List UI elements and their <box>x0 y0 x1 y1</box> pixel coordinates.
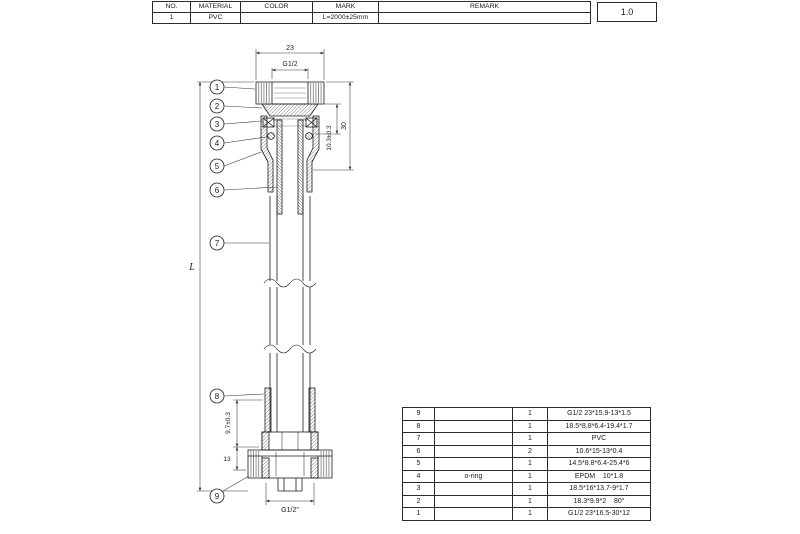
part-spec: G1/2 23*16.5-30*12 <box>547 507 651 521</box>
callout-4-circle <box>209 135 225 151</box>
callout-8-label: 8 <box>215 392 220 401</box>
part-qty: 1 <box>512 432 548 446</box>
part-spec: G1/2 23*15.9-13*1.5 <box>547 407 651 421</box>
part-name <box>434 457 513 471</box>
parts-row: 4 o-ring 1 EPDM 10*1.8 <box>402 469 651 483</box>
leader-lines <box>222 86 278 492</box>
version-box: 1.0 <box>597 2 657 22</box>
callout-2-label: 2 <box>215 102 220 111</box>
dim-length-label: L <box>188 262 195 273</box>
top-nut <box>255 81 325 105</box>
cone-washer <box>261 103 319 117</box>
part-no: 2 <box>402 494 435 508</box>
lower-sleeve <box>264 387 316 433</box>
material-spec-table: NO. MATERIAL COLOR MARK REMARK 1 PVC L=2… <box>152 1 591 24</box>
callout-6-circle <box>209 182 225 198</box>
part-qty: 1 <box>512 407 548 421</box>
part-spec: 10.6*15-13*0.4 <box>547 444 651 458</box>
parts-row: 8 1 18.5*8.8*6.4-19.4*1.7 <box>402 419 651 433</box>
parts-row: 7 1 PVC <box>402 432 651 446</box>
dim-30-label: 30 <box>341 122 348 130</box>
parts-list-table: 9 1 G1/2 23*15.9-13*1.5 8 1 18.5*8.8*6.4… <box>402 407 651 521</box>
spec-data-row: 1 PVC L=2000±25mm <box>152 12 591 24</box>
dim-13-label: 13 <box>223 456 231 463</box>
dim-9-7-label: 9.7±0.3 <box>225 412 232 434</box>
parts-row: 5 1 14.5*8.8*6.4-25.4*6 <box>402 457 651 471</box>
part-spec: 18.3*9.9*2 80° <box>547 494 651 508</box>
part-name <box>434 482 513 496</box>
part-name <box>434 494 513 508</box>
callout-1-circle <box>209 79 225 95</box>
part-spec: 18.5*16*13.7-9*1.7 <box>547 482 651 496</box>
insert-tube <box>273 119 307 215</box>
parts-row: 1 1 G1/2 23*16.5-30*12 <box>402 507 651 521</box>
callout-1-label: 1 <box>215 83 220 92</box>
callout-4-label: 4 <box>215 139 220 148</box>
part-no: 3 <box>402 482 435 496</box>
part-qty: 1 <box>512 482 548 496</box>
flat-washer <box>262 117 318 128</box>
part-qty: 1 <box>512 469 548 483</box>
thread-top-label: G1/2 <box>282 61 297 68</box>
part-name <box>434 407 513 421</box>
callouts <box>209 79 225 504</box>
part-qty: 1 <box>512 457 548 471</box>
parts-row: 6 2 10.6*15-13*0.4 <box>402 444 651 458</box>
part-qty: 1 <box>512 494 548 508</box>
part-no: 6 <box>402 444 435 458</box>
part-qty: 1 <box>512 507 548 521</box>
part-no: 8 <box>402 419 435 433</box>
part-qty: 1 <box>512 419 548 433</box>
thread-bottom-label: G1/2" <box>281 507 299 514</box>
spec-remark <box>378 12 591 24</box>
part-spec: 18.5*8.8*6.4-19.4*1.7 <box>547 419 651 433</box>
callout-8-circle <box>209 388 225 404</box>
part-no: 1 <box>402 507 435 521</box>
callout-2-circle <box>209 98 225 114</box>
callout-3-circle <box>209 116 225 132</box>
callout-3-label: 3 <box>215 120 220 129</box>
part-name: o-ring <box>434 469 513 483</box>
callout-5-label: 5 <box>215 162 220 171</box>
part-name <box>434 432 513 446</box>
part-no: 7 <box>402 432 435 446</box>
callout-6-label: 6 <box>215 186 220 195</box>
parts-row: 2 1 18.3*9.9*2 80° <box>402 494 651 508</box>
hose-body <box>263 196 317 432</box>
o-ring <box>267 132 313 140</box>
part-qty: 2 <box>512 444 548 458</box>
dim-10-3-label: 10.3±0.3 <box>326 125 333 151</box>
callout-7-label: 7 <box>215 239 220 248</box>
spec-material: PVC <box>190 12 241 24</box>
part-spec: EPDM 10*1.8 <box>547 469 651 483</box>
spec-header-row: NO. MATERIAL COLOR MARK REMARK <box>152 1 591 13</box>
callout-5-circle <box>209 158 225 174</box>
spec-no: 1 <box>152 12 191 24</box>
part-spec: 14.5*8.8*6.4-25.4*6 <box>547 457 651 471</box>
part-no: 5 <box>402 457 435 471</box>
callout-9-label: 9 <box>215 492 220 501</box>
part-name <box>434 507 513 521</box>
callout-9-circle <box>209 488 225 504</box>
dim-top-width-label: 23 <box>286 45 294 52</box>
part-name <box>434 444 513 458</box>
part-no: 4 <box>402 469 435 483</box>
parts-row: 9 1 G1/2 23*15.9-13*1.5 <box>402 407 651 421</box>
callout-7-circle <box>209 235 225 251</box>
part-no: 9 <box>402 407 435 421</box>
part-name <box>434 419 513 433</box>
parts-row: 3 1 18.5*16*13.7-9*1.7 <box>402 482 651 496</box>
bottom-nut <box>247 431 333 492</box>
dimension-lines <box>197 49 354 505</box>
crimp-shell <box>260 115 320 193</box>
part-spec: PVC <box>547 432 651 446</box>
